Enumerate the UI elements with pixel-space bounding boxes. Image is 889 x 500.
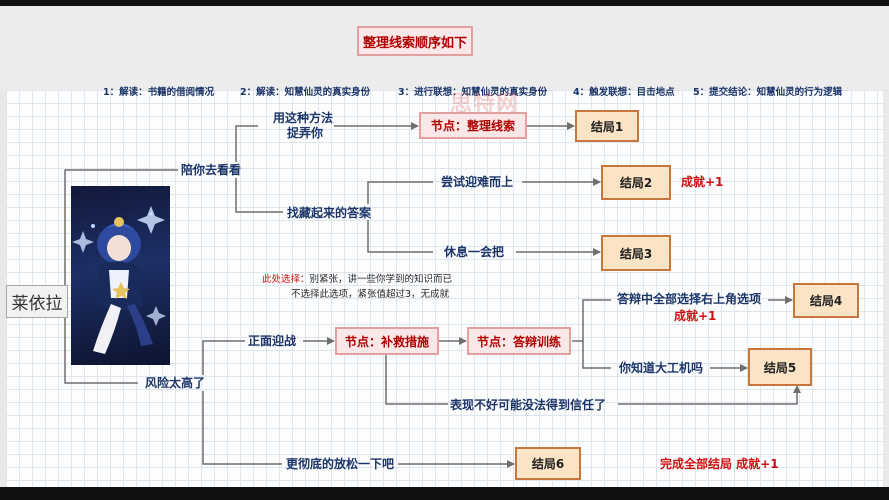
node-remedy-label: 节点：补救措施: [344, 334, 429, 349]
node-defense-label: 节点：答辩训练: [476, 334, 561, 349]
achievement-all: 完成全部结局 成就+1: [660, 457, 779, 471]
branch-face-it: 正面迎战: [248, 334, 297, 348]
branch-rest: 休息一会把: [444, 245, 505, 259]
ending-2-label: 结局2: [619, 176, 653, 190]
line-hidden-try: [367, 181, 433, 204]
line-hidden-rest: [367, 220, 433, 253]
branch-not-trusted: 表现不好可能没法得到信任了: [450, 398, 607, 412]
branch-accompany: 陪你去看看: [181, 163, 242, 177]
node-defense: 节点：答辩训练: [467, 327, 571, 355]
branch-know-ai: 你知道大工机吗: [619, 361, 704, 375]
node-clue: 节点：整理线索: [419, 112, 527, 139]
branch-too-risky: 风险太高了: [145, 376, 206, 390]
line-risky-relax: [202, 391, 282, 465]
title-text: 整理线索顺序如下: [362, 35, 467, 51]
choice-note-highlight: 此处选择：: [262, 274, 310, 285]
ending-2: 结局2: [601, 165, 671, 200]
line-start-accompany: [64, 169, 178, 283]
ending-1-label: 结局1: [590, 119, 624, 134]
branch-try-hard: 尝试迎难而上: [441, 175, 514, 189]
title-box: 整理线索顺序如下: [357, 26, 473, 56]
step-2: 2：解读：知慧仙灵的真实身份: [240, 87, 371, 98]
node-remedy: 节点：补救措施: [335, 327, 439, 355]
ending-4: 结局4: [793, 283, 859, 318]
choice-note-text: 别紧张，讲一些你学到的知识而已: [309, 274, 453, 285]
achievement-4: 成就+1: [674, 309, 717, 323]
step-1: 1：解读：书籍的借阅情况: [103, 87, 215, 98]
bottom-letterbox: [0, 487, 889, 500]
ending-3-label: 结局3: [619, 246, 653, 261]
line-remedy-nottrusted: [385, 352, 448, 405]
line-risky-face: [202, 340, 245, 375]
line-accompany-trick: [235, 125, 258, 162]
step-4: 4：触发联想：目击地点: [573, 87, 675, 98]
step-3: 3：进行联想：知慧仙灵的真实身份: [398, 87, 548, 98]
line-defense-e4: [582, 299, 611, 341]
choice-note-line1: 此处选择：别紧张，讲一些你学到的知识而已: [262, 273, 452, 286]
choice-note-line2: 不选择此选项，紧张值超过3，无成就: [291, 289, 450, 300]
branch-relax: 更彻底的放松一下吧: [286, 457, 395, 471]
ending-5: 结局5: [748, 348, 812, 386]
branch-all-top-right: 答辩中全部选择右上角选项: [617, 292, 762, 306]
line-defense-know: [582, 341, 611, 369]
branch-trick-line1: 用这种方法: [273, 111, 334, 125]
ending-6-label: 结局6: [531, 457, 565, 471]
start-node-label: 莱依拉: [11, 294, 63, 314]
ending-1: 结局1: [575, 110, 639, 142]
ending-3: 结局3: [601, 235, 671, 271]
branch-trick-line2: 捉弄你: [287, 126, 324, 140]
start-node-laila: 莱依拉: [6, 285, 68, 318]
ending-4-label: 结局4: [809, 294, 843, 308]
top-letterbox: [0, 0, 889, 6]
character-portrait: [71, 186, 170, 365]
line-accompany-hidden: [235, 178, 283, 213]
node-clue-label: 节点：整理线索: [430, 119, 515, 133]
ending-6: 结局6: [515, 447, 581, 480]
branch-hidden-answer: 找藏起来的答案: [287, 206, 372, 220]
achievement-2: 成就+1: [681, 175, 724, 189]
ending-5-label: 结局5: [763, 360, 797, 375]
step-5: 5：提交结论：知慧仙灵的行为逻辑: [693, 87, 843, 98]
line-nottrusted-e5: [618, 385, 801, 405]
